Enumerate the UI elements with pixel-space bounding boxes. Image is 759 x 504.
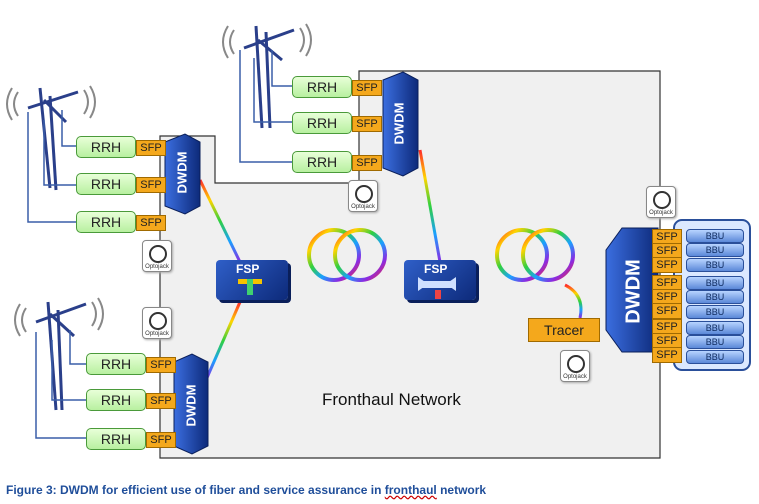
optojack-ring-icon <box>149 312 167 330</box>
caption-underlined-word: fronthaul <box>384 483 437 497</box>
optojack-label: Optojack <box>145 331 169 337</box>
rrh-left-top-2: RRH <box>76 173 136 195</box>
sfp-top-2: SFP <box>352 116 382 132</box>
rrh-top-2: RRH <box>292 112 352 134</box>
optojack-ring-icon <box>355 185 373 203</box>
sfp-left-top-2: SFP <box>136 177 166 193</box>
dwdm-top <box>382 71 419 177</box>
dwdm-left-bottom-label: DWDM <box>183 384 199 427</box>
optojack-left-bottom: Optojack <box>142 307 172 339</box>
optojack-top: Optojack <box>348 180 378 212</box>
optojack-label: Optojack <box>563 374 587 380</box>
fiber-coil-right <box>495 228 575 282</box>
rrh-top-3: RRH <box>292 151 352 173</box>
fiber-coil-left <box>307 228 387 282</box>
rrh-left-top-3: RRH <box>76 211 136 233</box>
optojack-right: Optojack <box>646 186 676 218</box>
optojack-label: Optojack <box>649 210 673 216</box>
sfp-right-5: SFP <box>652 289 682 305</box>
fsp-right-label: FSP <box>424 262 448 276</box>
bbu-6: BBU <box>686 305 744 319</box>
sfp-right-9: SFP <box>652 347 682 363</box>
figure-caption: Figure 3: DWDM for efficient use of fibe… <box>6 483 486 497</box>
sfp-left-bottom-1: SFP <box>146 357 176 373</box>
optojack-label: Optojack <box>351 204 375 210</box>
sfp-right-3: SFP <box>652 257 682 273</box>
sfp-left-bottom-3: SFP <box>146 432 176 448</box>
optojack-label: Optojack <box>145 264 169 270</box>
fronthaul-network-label: Fronthaul Network <box>322 390 461 409</box>
bbu-9: BBU <box>686 350 744 364</box>
tracer-box: Tracer <box>528 318 600 342</box>
optojack-ring-icon <box>149 245 167 263</box>
bbu-1: BBU <box>686 229 744 243</box>
sfp-top-1: SFP <box>352 80 382 96</box>
bbu-8: BBU <box>686 335 744 349</box>
bbu-2: BBU <box>686 243 744 257</box>
rrh-left-bottom-1: RRH <box>86 353 146 375</box>
antenna-tower-top <box>222 23 312 129</box>
bbu-7: BBU <box>686 321 744 335</box>
sfp-left-top-3: SFP <box>136 215 166 231</box>
sfp-right-8: SFP <box>652 333 682 349</box>
rrh-left-top-1: RRH <box>76 136 136 158</box>
bbu-3: BBU <box>686 258 744 272</box>
sfp-right-7: SFP <box>652 319 682 335</box>
fiber-links <box>198 149 610 381</box>
dwdm-right-label: DWDM <box>622 259 645 324</box>
dwdm-left-top-label: DWDM <box>174 151 190 194</box>
sfp-left-bottom-2: SFP <box>146 393 176 409</box>
sfp-left-top-1: SFP <box>136 140 166 156</box>
optojack-left-top: Optojack <box>142 240 172 272</box>
optojack-ring-icon <box>653 191 671 209</box>
bbu-4: BBU <box>686 276 744 290</box>
rrh-left-bottom-2: RRH <box>86 389 146 411</box>
sfp-right-6: SFP <box>652 303 682 319</box>
optojack-ring-icon <box>567 355 585 373</box>
feeder-lines <box>27 50 292 439</box>
optojack-tracer: Optojack <box>560 350 590 382</box>
sfp-top-3: SFP <box>352 155 382 171</box>
fsp-left-label: FSP <box>236 262 260 276</box>
dwdm-top-label: DWDM <box>391 102 407 145</box>
dwdm-left-top <box>164 133 201 215</box>
sfp-right-1: SFP <box>652 229 682 245</box>
rrh-top-1: RRH <box>292 76 352 98</box>
sfp-right-4: SFP <box>652 275 682 291</box>
caption-suffix: network <box>436 483 487 497</box>
sfp-right-2: SFP <box>652 243 682 259</box>
bbu-5: BBU <box>686 290 744 304</box>
caption-prefix: Figure 3: DWDM for efficient use of fibe… <box>6 483 385 497</box>
rrh-left-bottom-3: RRH <box>86 428 146 450</box>
